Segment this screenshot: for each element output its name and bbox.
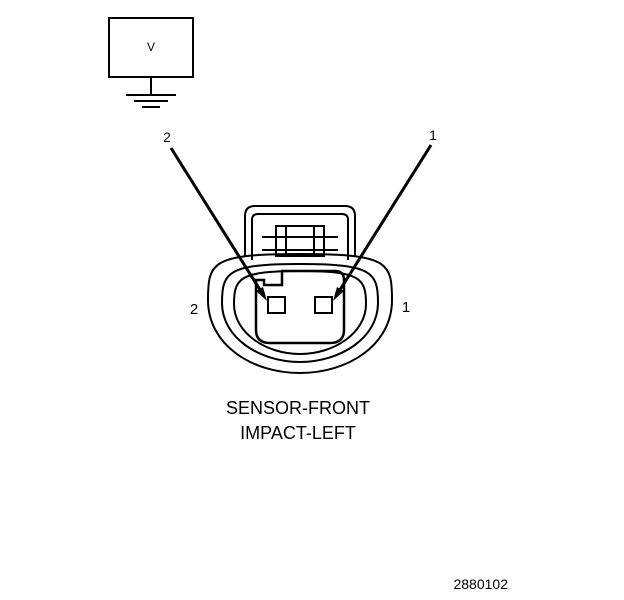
terminal-pin-2 — [267, 296, 286, 314]
connector-inner-seal — [220, 262, 380, 364]
connector-outer-seal — [206, 252, 394, 375]
connector-housing — [206, 205, 394, 375]
terminal-pin-1 — [314, 296, 333, 314]
figure-id: 2880102 — [453, 576, 508, 592]
cavity-label-1: 1 — [402, 299, 410, 316]
ground-icon — [126, 94, 176, 108]
cavity-label-2: 2 — [190, 301, 198, 318]
probe-lead-2 — [169, 147, 267, 301]
probe-tip-1 — [333, 287, 344, 301]
caption-line-1: SENSOR-FRONT — [226, 398, 370, 418]
probe-label-2: 2 — [163, 129, 171, 145]
connector-face-ring — [232, 269, 368, 356]
lock-latch — [275, 225, 325, 257]
voltmeter: V — [108, 17, 194, 94]
lock-tab-shroud-inner — [251, 213, 349, 260]
probe-label-1: 1 — [429, 127, 437, 143]
lock-tab-shroud-outer — [244, 205, 356, 256]
voltmeter-symbol: V — [147, 40, 155, 54]
terminal-cavity — [254, 269, 346, 345]
caption-line-2: IMPACT-LEFT — [240, 423, 356, 443]
voltmeter-box — [108, 17, 194, 78]
probe-tip-2 — [256, 287, 267, 301]
